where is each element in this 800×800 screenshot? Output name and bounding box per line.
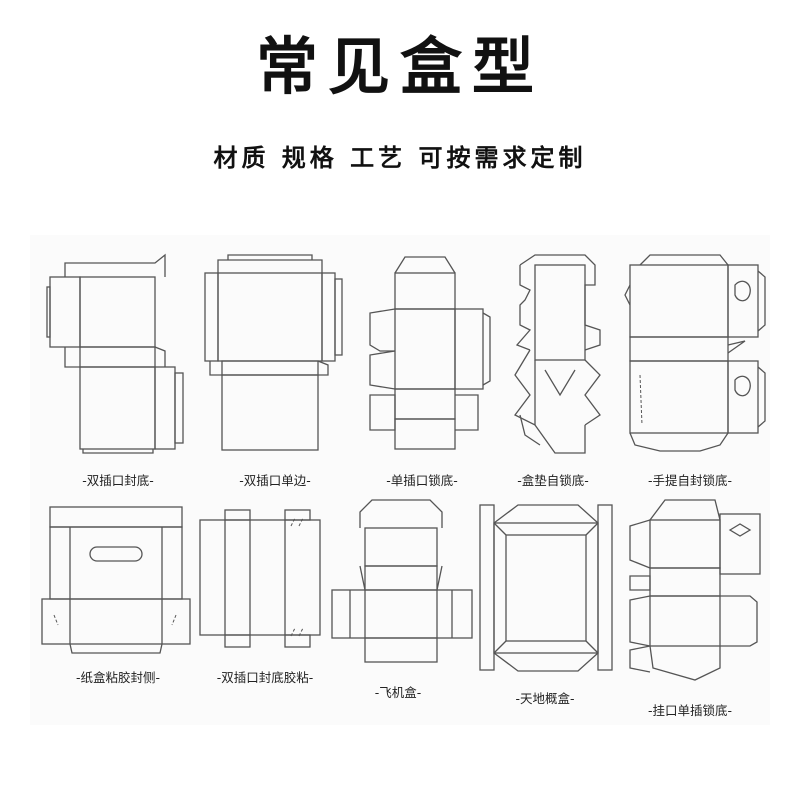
box-diagram-tray-auto-lock-bottom (505, 254, 605, 455)
box-label: -双插口封底- (82, 473, 154, 488)
dieline-svg (629, 499, 761, 681)
dieline-svg (624, 254, 766, 452)
box-diagram-double-tuck-single-side (200, 254, 350, 455)
box-diagram-single-tuck-lock-bottom (360, 255, 500, 455)
dieline-svg (46, 253, 184, 454)
box-label: -纸盒粘胶封侧- (75, 670, 161, 685)
box-label: -双插口封底胶粘- (216, 670, 314, 685)
page-title: 常见盒型 (255, 30, 544, 103)
box-label: -飞机盒- (374, 685, 422, 700)
box-type-grid (30, 235, 770, 725)
box-label: -天地概盒- (515, 691, 575, 706)
dieline-svg (514, 254, 601, 454)
page-subtitle: 材质 规格 工艺 可按需求定制 (213, 144, 587, 172)
box-label: -单插口锁底- (386, 473, 458, 488)
box-diagram-mailer-box (330, 499, 475, 670)
box-diagram-glued-side-box (40, 505, 191, 655)
dieline-svg (199, 509, 321, 648)
dieline-svg (204, 254, 343, 451)
box-diagram-lid-and-base-box (478, 503, 615, 678)
box-label: -挂口单插锁底- (647, 703, 733, 718)
box-diagram-hang-tab-tuck-lock-bottom (625, 499, 765, 690)
box-label: -双插口单边- (239, 473, 311, 488)
dieline-svg (331, 499, 473, 663)
dieline-svg (41, 506, 191, 654)
box-label: -手提自封锁底- (647, 473, 733, 488)
box-diagram-double-tuck-sealed (45, 253, 195, 455)
dieline-svg (479, 504, 613, 672)
dieline-svg (369, 256, 491, 450)
box-label: -盒垫自锁底- (517, 473, 589, 488)
box-diagram-handle-self-lock-bottom (620, 254, 770, 455)
box-diagram-double-tuck-glued (195, 508, 330, 653)
